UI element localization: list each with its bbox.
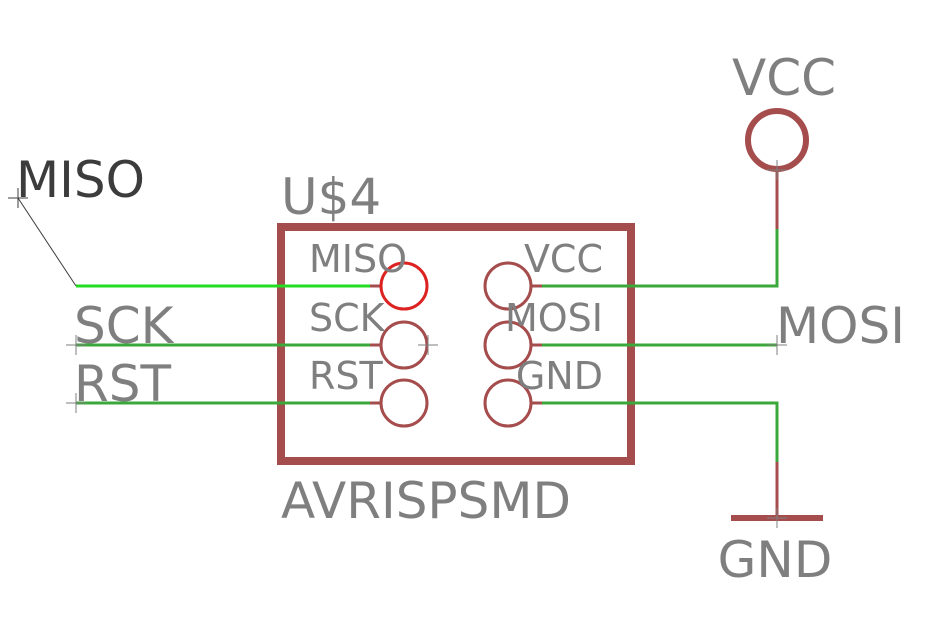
origin-cross-part — [418, 335, 438, 355]
origin-cross-sck-label — [66, 335, 86, 355]
pin-label-gnd: GND — [516, 354, 603, 398]
pin-pad-mosi[interactable] — [483, 320, 533, 370]
pin-pad-vcc[interactable] — [483, 261, 533, 311]
supply-label-gnd: GND — [718, 531, 833, 589]
part-name-label: U$4 — [281, 168, 381, 226]
pin-label-miso: MISO — [309, 237, 407, 281]
part-value-label: AVRISPSMD — [281, 472, 571, 530]
wire-vcc[interactable] — [532, 229, 779, 288]
pin-pad-gnd[interactable] — [483, 378, 533, 428]
origin-cross-gnd — [767, 508, 787, 528]
pin-pad-rst[interactable] — [379, 378, 429, 428]
origin-cross-rst-label — [66, 393, 86, 413]
origin-cross-vcc — [767, 160, 787, 180]
pin-label-mosi: MOSI — [505, 296, 603, 340]
pin-label-sck: SCK — [309, 296, 386, 340]
net-label-rst: RST — [74, 355, 171, 413]
supply-label-vcc: VCC — [732, 49, 836, 107]
net-label-miso: MISO — [16, 151, 145, 209]
pin-label-rst: RST — [309, 354, 384, 398]
net-label-mosi: MOSI — [776, 297, 905, 355]
pin-label-vcc: VCC — [524, 237, 603, 281]
net-label-sck: SCK — [74, 297, 175, 355]
pin-pad-miso[interactable] — [379, 261, 429, 311]
wire-gnd[interactable] — [532, 401, 779, 462]
origin-cross-mosi-label — [767, 335, 787, 355]
miso-label-leader — [17, 197, 77, 287]
